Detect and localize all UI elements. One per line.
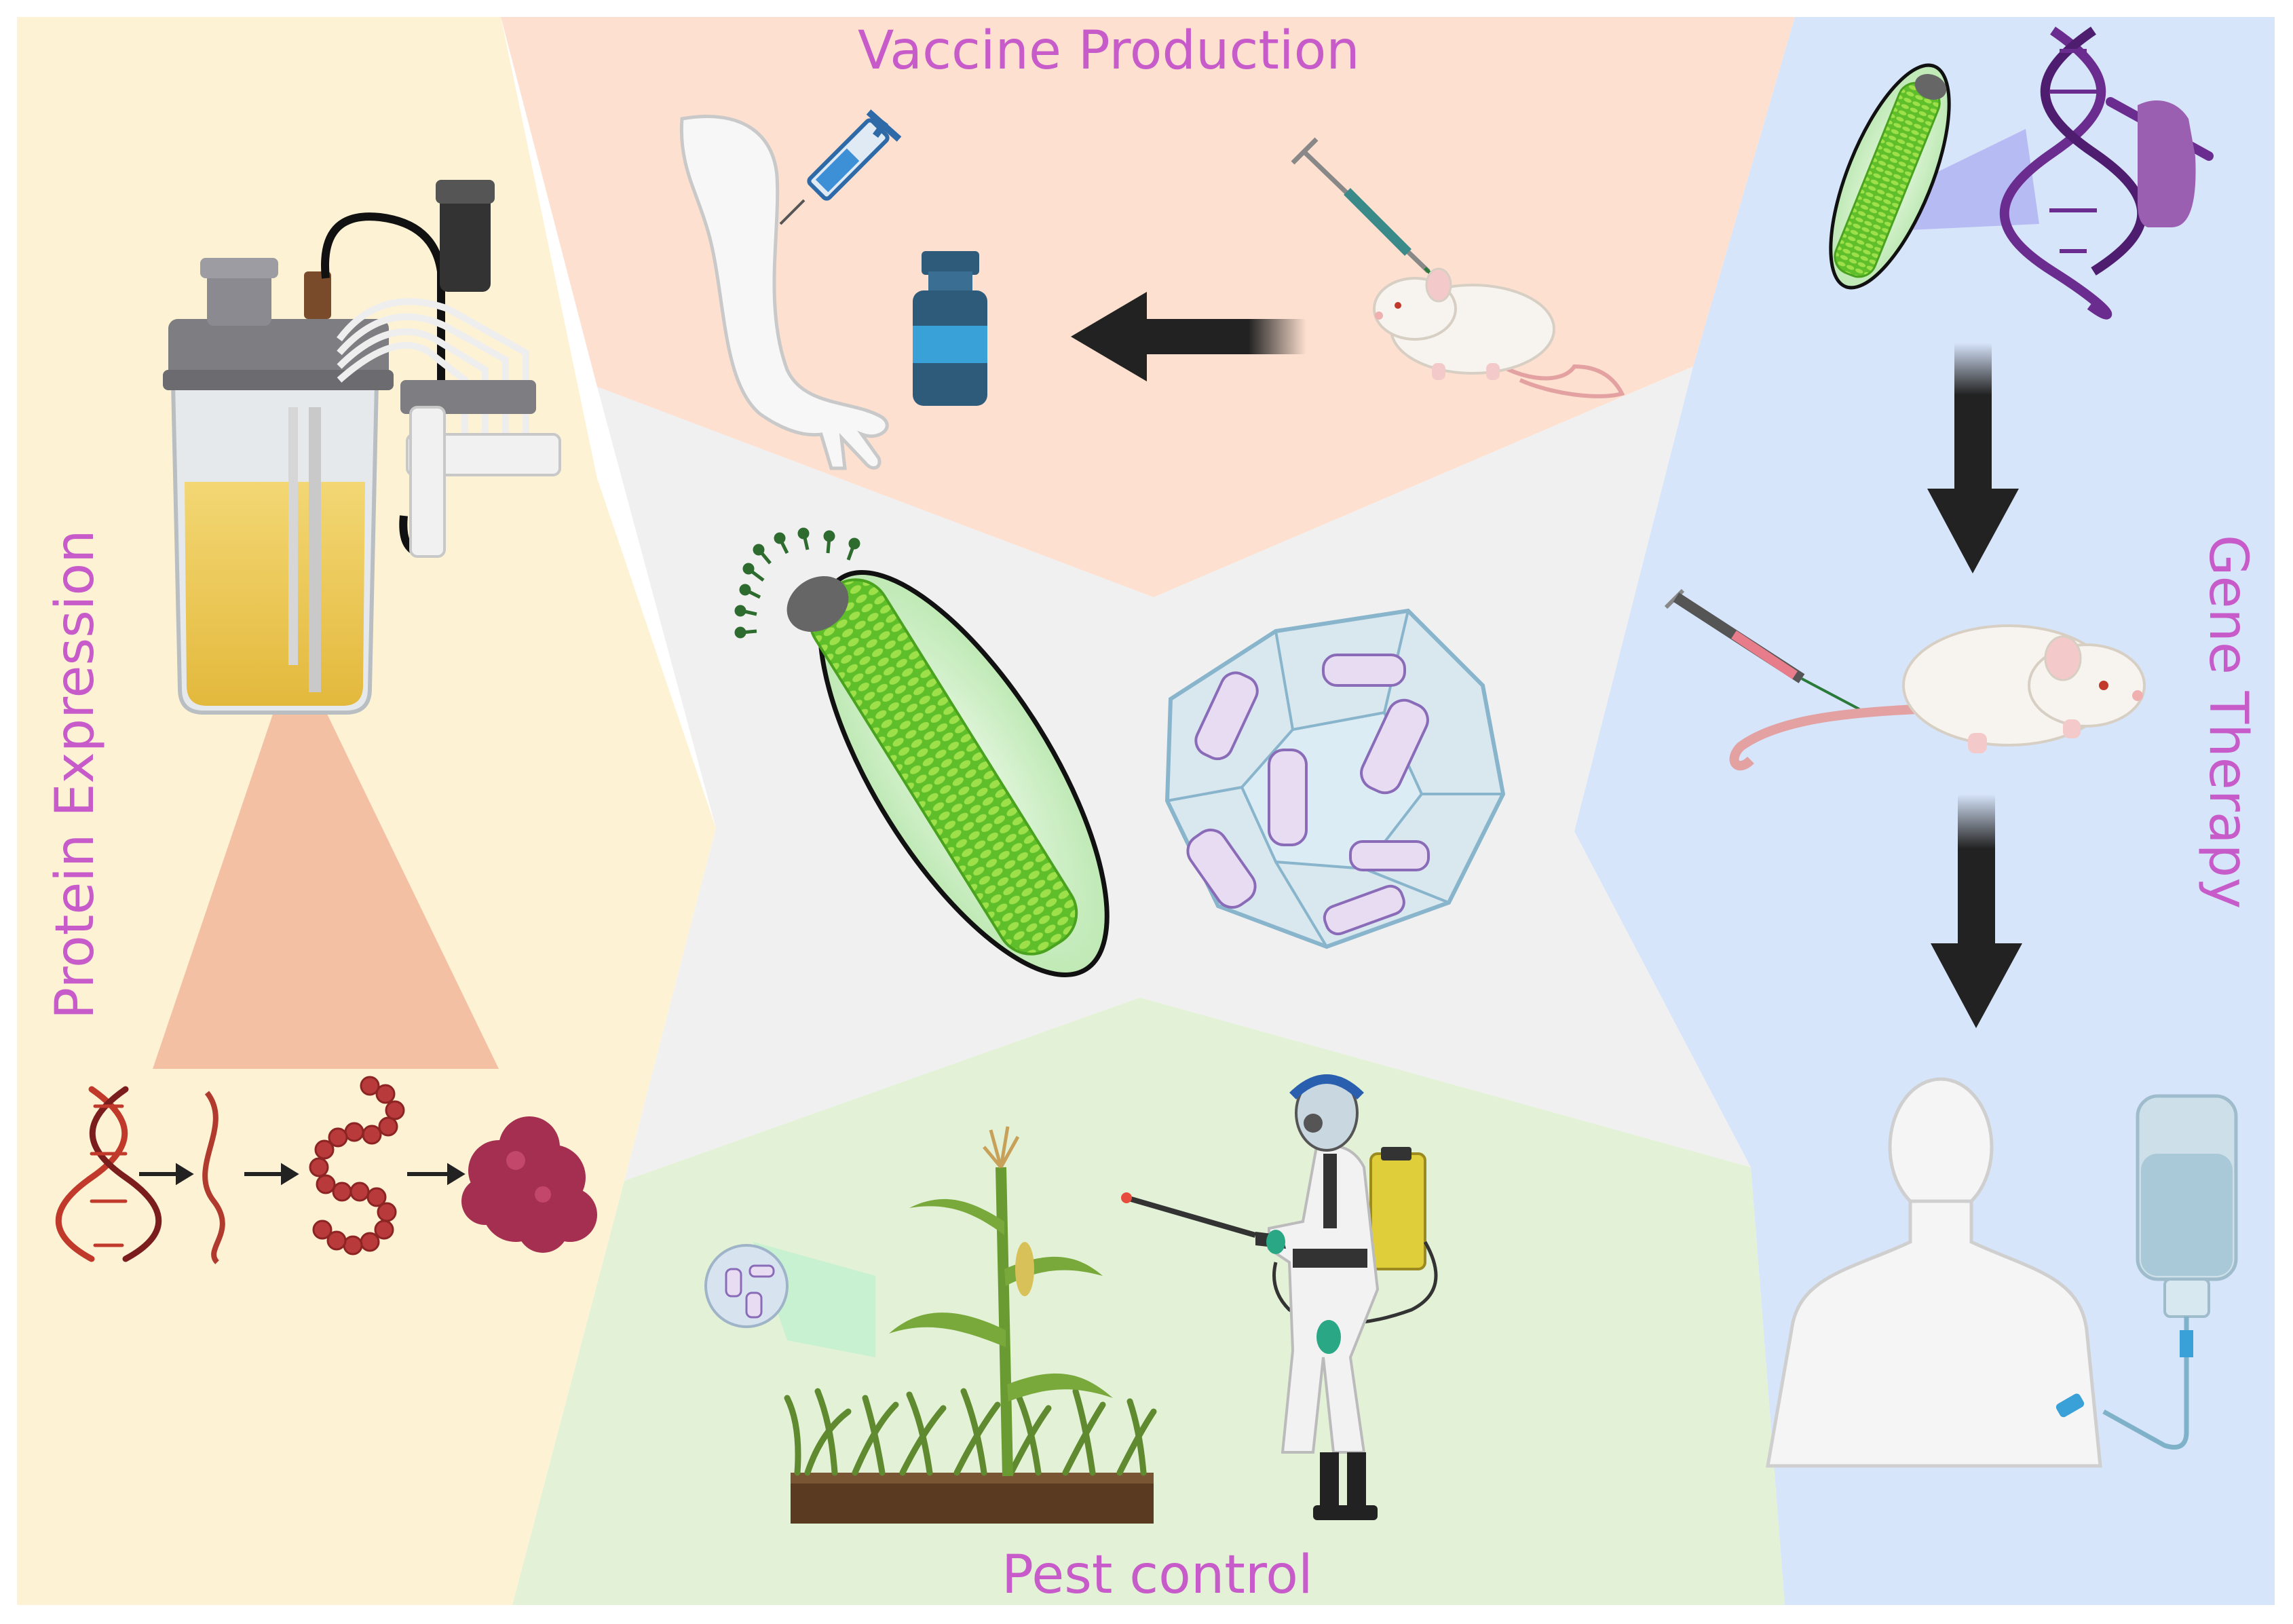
arrow-down-icon [1931,794,2022,1028]
bioreactor-icon [153,180,561,1069]
corn-plant-icon [889,1126,1113,1477]
panel-gene-therapy [1574,17,2275,1605]
polyhedron-icon [1164,608,1506,949]
label-vaccine-production: Vaccine Production [858,20,1360,81]
hand-pen-icon [2106,97,2214,227]
sprayer-person-icon [1121,1074,1438,1520]
dna-icon [55,1086,162,1262]
arm-icon [679,115,889,470]
syringe-icon [779,109,902,225]
polypeptide-icon [309,1076,405,1255]
mrna-icon [202,1091,225,1264]
label-pest-control: Pest control [1002,1545,1313,1606]
dna-icon [1999,26,2147,320]
vial-icon [913,251,987,406]
pathway-arrows [139,1163,466,1186]
iv-bag-icon [2055,1094,2238,1450]
label-gene-therapy: Gene Therapy [2197,535,2258,909]
polyhedron-icon [704,1242,875,1357]
arrow-left-icon [1071,292,1306,381]
grass-icon [784,1388,1157,1524]
virus-rod-icon [734,527,1110,977]
arrow-down-icon [1927,343,2019,573]
mouse-icon [1373,267,1625,398]
syringe-icon [1664,588,1860,711]
label-protein-expression: Protein Expression [45,529,106,1019]
human-icon [1766,1077,2102,1468]
mouse-icon [1729,624,2146,771]
protein-icon [461,1116,597,1253]
